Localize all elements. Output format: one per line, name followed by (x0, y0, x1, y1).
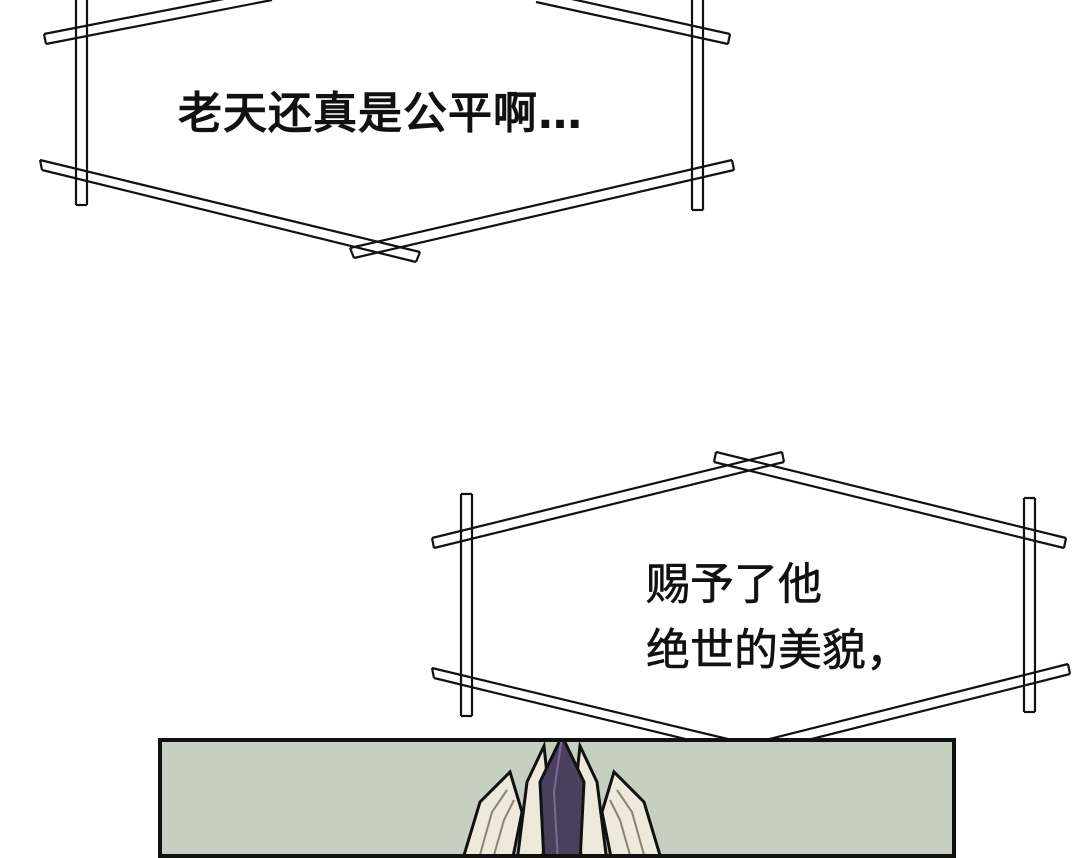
caption-text-2: 赐予了他 绝世的美貌， (646, 552, 911, 684)
comic-panel (158, 738, 956, 858)
caption-text-1: 老天还真是公平啊… (178, 88, 583, 139)
caption-text-2-line-2: 绝世的美貌， (646, 625, 911, 677)
caption-text-2-line-1: 赐予了他 (646, 559, 823, 611)
caption-bubble-1 (38, 0, 736, 264)
crown-ornament-icon (462, 742, 662, 854)
